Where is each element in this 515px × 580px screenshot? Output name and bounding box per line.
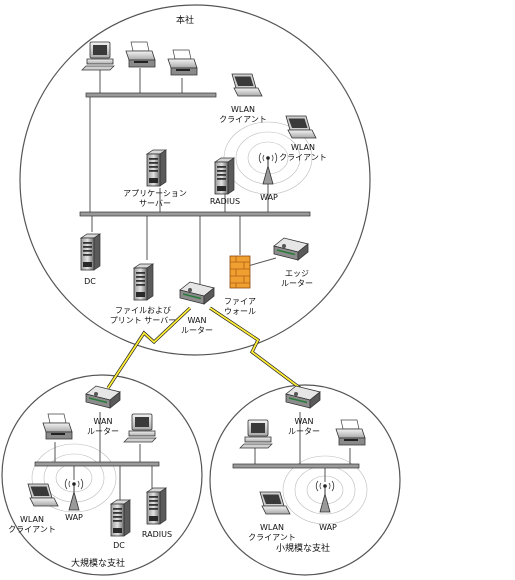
site-title-small-branch: 小規模な支社 [276,542,330,554]
laptop-icon [285,115,317,139]
printer-icon [167,49,198,76]
label-radius-hq: RADIUS [210,197,240,206]
site-title-hq: 本社 [176,14,194,26]
wap-icon [315,480,335,513]
hq-main-bus [79,211,311,217]
label-wap-small: WAP [319,523,337,532]
wap-icon [258,152,278,185]
printer-icon [42,413,73,440]
server-icon [214,157,235,195]
label-dc-hq: DC [84,277,96,286]
label-dc-large: DC [113,541,125,550]
server-icon [80,233,101,271]
laptop-icon [27,483,59,507]
small-branch-connections [254,412,351,482]
label-file-print-server: ファイルおよびプリント サーバー [110,306,176,325]
router-icon [179,281,215,305]
small-branch-bus [232,463,360,469]
hq-site-boundary [19,4,371,356]
label-wap-hq: WAP [260,193,278,202]
laptop-icon [259,491,291,515]
printer-icon [335,419,366,446]
router-icon [285,385,321,409]
router-icon [273,237,309,261]
large-branch-boundary [1,374,203,576]
label-edge-router: エッジルーター [281,269,313,288]
hq-connections [89,68,277,284]
router-icon [85,385,121,409]
printer-icon [125,41,156,68]
label-radius-large: RADIUS [142,530,172,539]
large-branch-connections [54,412,153,500]
server-icon [110,499,131,537]
computer-icon [81,41,115,71]
label-firewall: ファイアウォール [224,297,256,316]
wap-icon [64,478,84,511]
server-icon [133,263,154,301]
laptop-icon [231,73,263,97]
label-wap-large: WAP [65,513,83,522]
wan-link-large-fill [107,307,191,389]
computer-icon [239,419,273,449]
firewall-icon [229,255,251,289]
site-title-large-branch: 大規模な支社 [71,557,125,569]
hq-upper-bus [85,92,217,98]
computer-icon [123,413,157,443]
server-icon [146,149,167,187]
large-branch-bus [34,461,160,467]
small-branch-boundary [209,384,401,576]
server-icon [146,487,167,525]
wan-link-small-fill [209,307,301,389]
label-app-server: アプリケーションサーバー [123,189,187,208]
